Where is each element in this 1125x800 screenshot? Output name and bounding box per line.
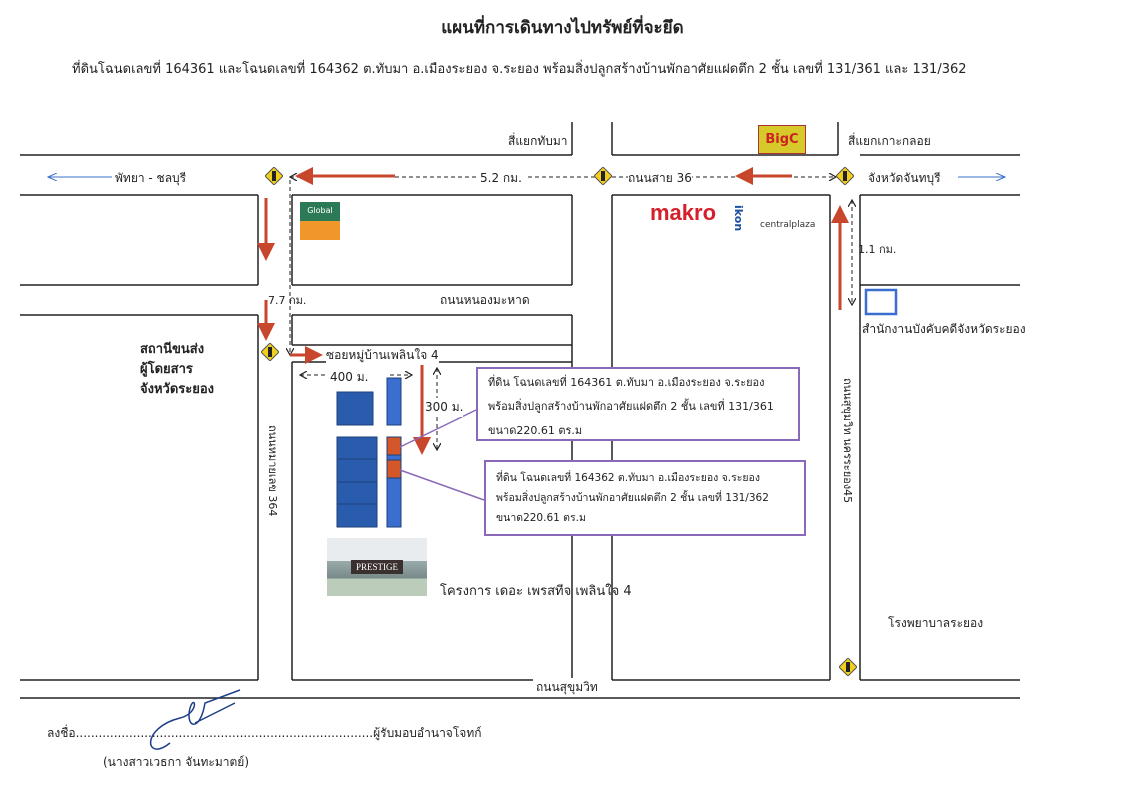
prestige-project-photo: PRESTIGE bbox=[327, 538, 427, 596]
plots bbox=[336, 377, 402, 528]
label-road-sukhumvit-rayong: ถนนสุขุมวิท นครระยอง45 bbox=[841, 378, 854, 504]
centralplaza-logo: centralplaza bbox=[760, 220, 816, 230]
ikon-logo: ikon bbox=[732, 205, 745, 232]
label-road-364: ถนนหมายเลข 364 bbox=[266, 425, 279, 517]
signature-line: ลงชื่อ..................................… bbox=[47, 726, 482, 740]
label-to-chanthaburi: จังหวัดจันทบุรี bbox=[868, 171, 941, 185]
callout-line: พร้อมสิ่งปลูกสร้างบ้านพักอาศัยแฝดตึก 2 ช… bbox=[496, 492, 769, 504]
callout-plot-164361: ที่ดิน โฉนดเลขที่ 164361 ต.ทับมา อ.เมือง… bbox=[476, 367, 800, 441]
callout-plot-164362: ที่ดิน โฉนดเลขที่ 164362 ต.ทับมา อ.เมือง… bbox=[484, 460, 806, 536]
label-project: โครงการ เดอะ เพรสทีจ เพลินใจ 4 bbox=[440, 584, 632, 599]
traffic-light-icon bbox=[836, 167, 854, 185]
label-to-pattaya: พัทยา - ชลบุรี bbox=[115, 169, 187, 188]
signer-name: (นางสาวเวธกา จันทะมาตย์) bbox=[103, 755, 250, 769]
bus-station-line: จังหวัดระยอง bbox=[140, 382, 215, 397]
traffic-light-icon bbox=[265, 167, 283, 185]
label-road-nongmahat: ถนนหนองมะหาด bbox=[440, 293, 530, 307]
bus-station-line: ผู้โดยสาร bbox=[140, 362, 193, 377]
traffic-light-icon bbox=[594, 167, 612, 185]
label-tabma-intersection: สี่แยกทับมา bbox=[508, 134, 568, 148]
label-road-sukhumvit: ถนนสุขุมวิท bbox=[533, 678, 601, 697]
label-hospital: โรงพยาบาลระยอง bbox=[888, 616, 984, 630]
bus-station-line: สถานีขนส่ง bbox=[140, 342, 205, 357]
label-dist-300m: 300 ม. bbox=[425, 398, 464, 417]
label-bus-station: สถานีขนส่ง ผู้โดยสาร จังหวัดระยอง bbox=[140, 340, 214, 400]
callout-line: พร้อมสิ่งปลูกสร้างบ้านพักอาศัยแฝดตึก 2 ช… bbox=[488, 400, 774, 413]
target-plot-131-362 bbox=[386, 459, 402, 479]
label-dist-7-7km: 7.7 กม. bbox=[268, 294, 307, 307]
callout-line: ขนาด220.61 ตร.ม bbox=[496, 512, 586, 524]
label-dist-400m: 400 ม. bbox=[330, 370, 369, 384]
traffic-light-icon bbox=[839, 658, 857, 676]
callout-leaders bbox=[399, 409, 485, 501]
page-subtitle: ที่ดินโฉนดเลขที่ 164361 และโฉนดเลขที่ 16… bbox=[72, 62, 967, 77]
label-kokloi-intersection: สี่แยกเกาะกลอย bbox=[848, 134, 931, 148]
label-dist-1-1km: 1.1 กม. bbox=[858, 243, 897, 256]
global-house-logo: Global bbox=[300, 202, 340, 240]
label-enforcement-office: สำนักงานบังคับคดีจังหวัดระยอง bbox=[862, 322, 1026, 336]
bigc-logo: BigC bbox=[758, 125, 806, 154]
roads bbox=[20, 122, 1020, 699]
label-dist-5-2km: 5.2 กม. bbox=[476, 169, 526, 188]
signature-mark bbox=[149, 689, 241, 750]
label-soi: ซอยหมู่บ้านเพลินใจ 4 bbox=[326, 346, 439, 365]
traffic-light-icon bbox=[261, 343, 279, 361]
label-road-36: ถนนสาย 36 bbox=[628, 169, 692, 188]
callout-line: ที่ดิน โฉนดเลขที่ 164361 ต.ทับมา อ.เมือง… bbox=[488, 376, 765, 389]
target-plot-131-361 bbox=[386, 436, 402, 456]
page-title: แผนที่การเดินทางไปทรัพย์ที่จะยึด bbox=[441, 18, 684, 38]
callout-line: ขนาด220.61 ตร.ม bbox=[488, 424, 583, 437]
makro-logo: makro bbox=[650, 200, 717, 225]
enforcement-office-marker bbox=[864, 288, 898, 316]
callout-line: ที่ดิน โฉนดเลขที่ 164362 ต.ทับมา อ.เมือง… bbox=[496, 472, 760, 484]
prestige-logo: PRESTIGE bbox=[351, 560, 404, 574]
